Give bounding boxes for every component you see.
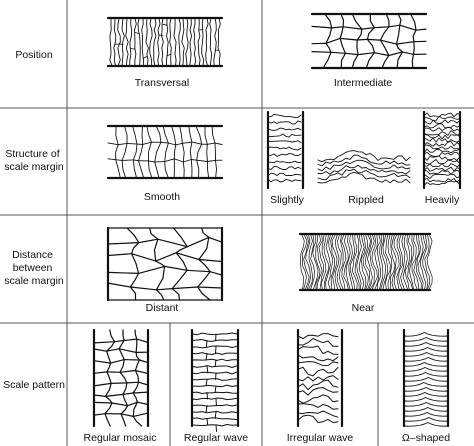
distant-margin-drawing: [106, 226, 224, 302]
heavily-rippled-drawing: [422, 110, 462, 190]
caption-slightly: Slightly: [270, 194, 305, 206]
caption-near: Near: [352, 302, 375, 314]
regular-wave-drawing: [190, 328, 240, 432]
transversal-scale-drawing: [106, 16, 224, 68]
rippled-margin-drawing: [317, 150, 411, 184]
smooth-margin-drawing: [106, 124, 224, 180]
caption-heavily: Heavily: [425, 194, 460, 206]
intermediate-scale-drawing: [310, 12, 428, 70]
regular-mosaic-drawing: [92, 328, 150, 428]
row-label-position: Position: [15, 49, 53, 61]
caption-regular-wave: Regular wave: [184, 432, 248, 444]
row-label-structure: Structure of scale margin: [4, 148, 64, 173]
irregular-wave-drawing: [296, 328, 344, 428]
caption-smooth: Smooth: [144, 191, 180, 203]
caption-omega-shaped: Ω–shaped: [402, 432, 450, 444]
caption-distant: Distant: [146, 302, 179, 314]
near-margin-drawing: [298, 232, 433, 292]
omega-shaped-drawing: [402, 328, 450, 428]
slightly-rippled-drawing: [266, 110, 305, 190]
row-label-scale-pattern: Scale pattern: [3, 379, 65, 391]
caption-intermediate: Intermediate: [334, 77, 393, 89]
caption-transversal: Transversal: [135, 77, 189, 89]
caption-irregular-wave: Irregular wave: [287, 432, 354, 444]
caption-rippled: Rippled: [348, 194, 384, 206]
row-label-distance: Distance between scale margin: [4, 249, 64, 287]
caption-regular-mosaic: Regular mosaic: [84, 432, 157, 444]
